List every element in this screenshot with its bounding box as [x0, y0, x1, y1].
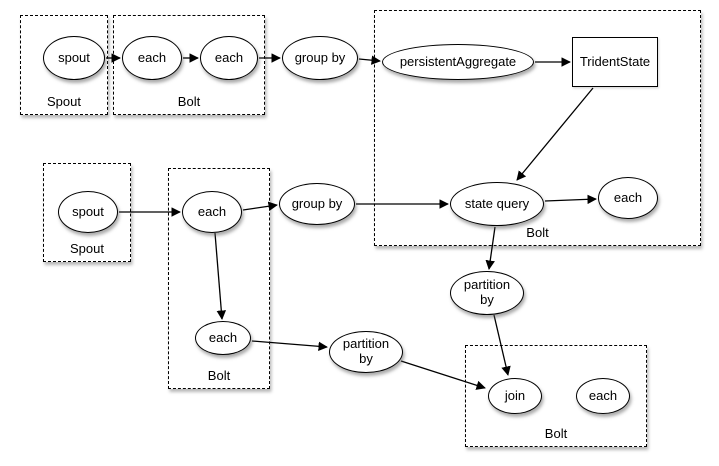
node-each-6: each — [576, 378, 630, 414]
node-label-trident-state: TridentState — [579, 53, 651, 69]
group-label-spout-group-2: Spout — [70, 241, 104, 256]
node-label-each-2: each — [214, 49, 244, 65]
node-label-each-5: each — [208, 329, 238, 345]
node-label-spout-1: spout — [58, 49, 90, 65]
node-group-by-2: group by — [279, 183, 355, 225]
node-each-5: each — [195, 321, 251, 355]
node-each-1: each — [122, 36, 182, 80]
node-label-each-3: each — [613, 189, 643, 205]
node-persistent-aggregate: persistentAggregate — [382, 44, 534, 80]
node-partition-by-2: partition by — [450, 271, 524, 315]
node-label-partition-by-1: partition by — [342, 336, 390, 366]
node-state-query: state query — [450, 182, 544, 226]
node-group-by-1: group by — [282, 36, 358, 80]
node-spout-2: spout — [58, 191, 118, 233]
node-label-each-4: each — [197, 203, 227, 219]
node-label-partition-by-2: partition by — [463, 277, 511, 307]
node-label-each-1: each — [137, 49, 167, 65]
group-label-bolt-group-4: Bolt — [544, 426, 568, 441]
node-label-persistent-aggregate: persistentAggregate — [399, 53, 517, 69]
node-spout-1: spout — [43, 36, 105, 80]
node-each-3: each — [598, 177, 658, 219]
group-label-bolt-group-3: Bolt — [207, 368, 231, 383]
node-partition-by-1: partition by — [329, 331, 403, 373]
node-label-each-6: each — [588, 387, 618, 403]
node-label-join: join — [504, 387, 526, 403]
node-each-2: each — [200, 36, 258, 80]
node-each-4: each — [182, 191, 242, 233]
node-label-group-by-2: group by — [291, 195, 343, 211]
node-join: join — [488, 378, 542, 414]
node-label-group-by-1: group by — [294, 49, 346, 65]
group-label-spout-group-1: Spout — [47, 94, 81, 109]
group-label-bolt-group-2: Bolt — [526, 225, 549, 240]
node-label-state-query: state query — [464, 195, 530, 211]
group-label-bolt-group-1: Bolt — [177, 94, 201, 109]
node-label-spout-2: spout — [72, 203, 104, 219]
node-trident-state: TridentState — [572, 37, 658, 87]
